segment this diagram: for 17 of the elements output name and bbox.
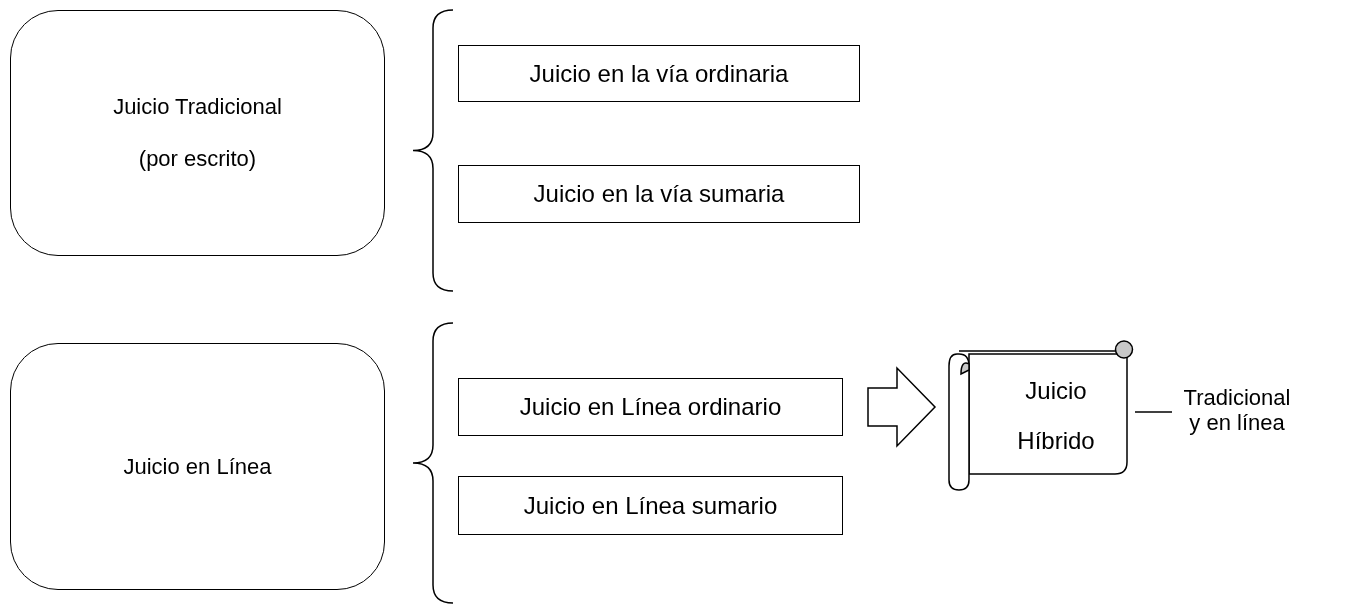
node-label: Juicio en Línea ordinario [519,393,782,421]
node-label: (por escrito) [138,146,257,172]
node-label: Juicio Tradicional [113,94,282,120]
process-box [458,45,860,102]
node-label: Juicio en la vía ordinaria [529,59,789,88]
annotation-text: Tradicional y en línea [1182,384,1292,436]
process-box [458,165,860,223]
process-box [458,378,843,436]
block-arrow [867,366,937,448]
leader-line [1134,411,1173,413]
rounded-box [10,10,385,256]
rounded-box [10,343,385,590]
node-label: Juicio en Línea sumario [523,491,778,520]
node-label: Juicio en Línea [123,453,272,480]
node-label: Juicio en la vía sumaria [533,180,785,208]
process-box [458,476,843,535]
node-label: Juicio Híbrido [1016,375,1096,456]
